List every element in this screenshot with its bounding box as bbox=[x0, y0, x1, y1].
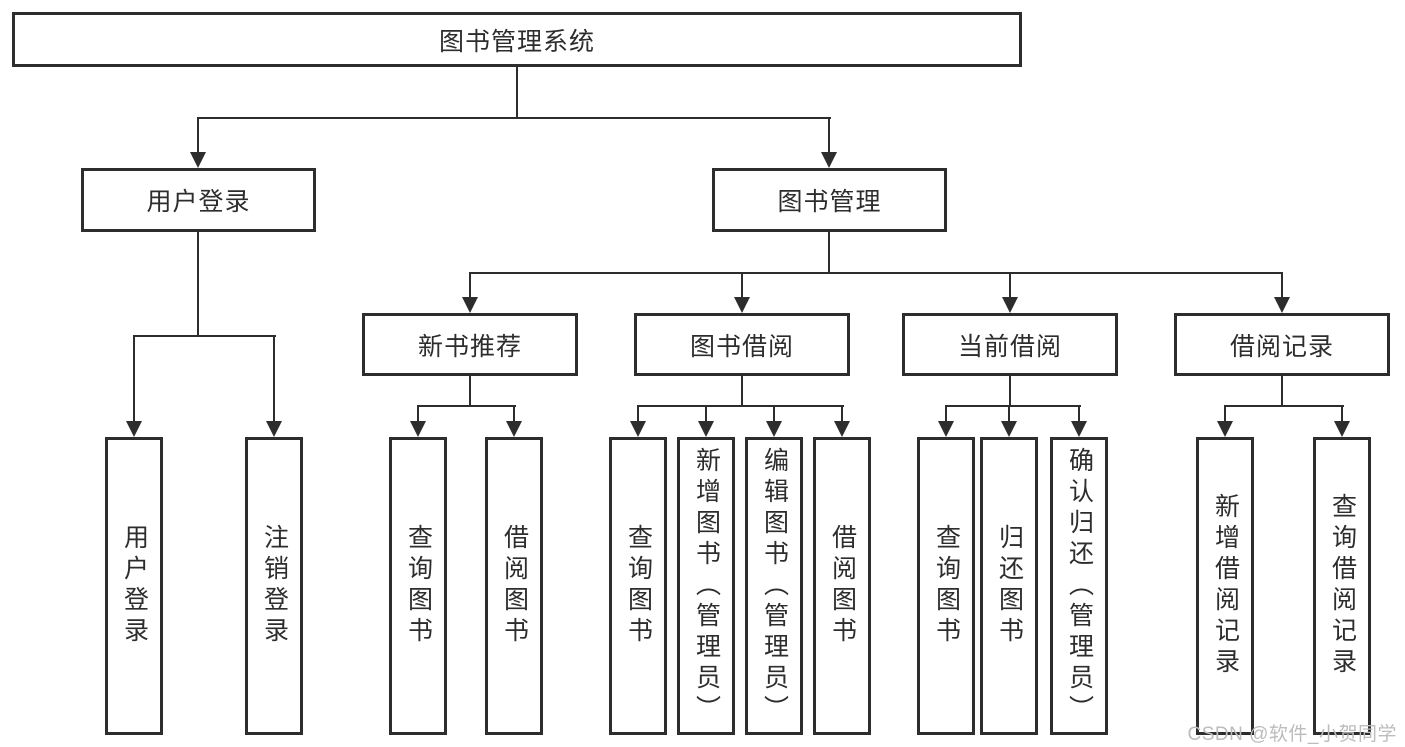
leaf-label: 查询图书 bbox=[932, 524, 961, 648]
connector-borrowing-records-hline bbox=[1224, 405, 1344, 407]
arrow-down-icon bbox=[1001, 406, 1017, 437]
leaf-label: 查询借阅记录 bbox=[1328, 493, 1357, 679]
csdn-watermark: CSDN @软件_小贺同学 bbox=[1187, 724, 1397, 745]
leaf-label: 注销登录 bbox=[260, 524, 289, 648]
leaf-label: 归还图书 bbox=[995, 524, 1024, 648]
connector-book-management-stem bbox=[828, 232, 830, 272]
leaf-label: 借阅图书 bbox=[500, 524, 529, 648]
leaf-logout: 注销登录 bbox=[245, 437, 303, 735]
leaf-user-login: 用户登录 bbox=[105, 437, 163, 735]
connector-user-login-stem bbox=[197, 232, 199, 335]
arrow-down-icon bbox=[190, 118, 206, 168]
arrow-down-icon bbox=[126, 336, 142, 437]
arrow-down-icon bbox=[821, 118, 837, 168]
node-book-management: 图书管理 bbox=[712, 168, 947, 232]
arrow-down-icon bbox=[266, 336, 282, 437]
arrow-down-icon bbox=[1071, 406, 1087, 437]
leaf-query-books: 查询图书 bbox=[389, 437, 447, 735]
connector-borrowing-records-stem bbox=[1281, 376, 1283, 405]
connector-current-borrowing-stem bbox=[1009, 376, 1011, 405]
arrow-down-icon bbox=[834, 406, 850, 437]
arrow-down-icon bbox=[506, 406, 522, 437]
leaf-borrow-books-2: 借阅图书 bbox=[813, 437, 871, 735]
leaf-confirm-return-admin: 确认归还（管理员） bbox=[1050, 437, 1108, 735]
leaf-query-books-3: 查询图书 bbox=[917, 437, 975, 735]
arrow-down-icon bbox=[630, 406, 646, 437]
arrow-down-icon bbox=[734, 273, 750, 313]
node-book-management-system: 图书管理系统 bbox=[12, 12, 1022, 67]
leaf-label: 借阅图书 bbox=[828, 524, 857, 648]
node-current-borrowing: 当前借阅 bbox=[902, 313, 1118, 376]
leaf-add-borrow-record: 新增借阅记录 bbox=[1196, 437, 1254, 735]
leaf-label: 新增借阅记录 bbox=[1211, 493, 1240, 679]
arrow-down-icon bbox=[698, 406, 714, 437]
node-user-login: 用户登录 bbox=[81, 168, 316, 232]
leaf-query-books-2: 查询图书 bbox=[609, 437, 667, 735]
arrow-down-icon bbox=[1217, 406, 1233, 437]
leaf-label: 查询图书 bbox=[404, 524, 433, 648]
leaf-return-books: 归还图书 bbox=[980, 437, 1038, 735]
connector-level3-hline bbox=[469, 272, 1283, 274]
leaf-label: 用户登录 bbox=[120, 524, 149, 648]
leaf-label: 新增图书（管理员） bbox=[692, 446, 721, 726]
leaf-add-books-admin: 新增图书（管理员） bbox=[677, 437, 735, 735]
leaf-edit-books-admin: 编辑图书（管理员） bbox=[745, 437, 803, 735]
connector-current-borrowing-hline bbox=[945, 405, 1081, 407]
node-new-book-recommend: 新书推荐 bbox=[362, 313, 578, 376]
node-borrowing-records: 借阅记录 bbox=[1174, 313, 1390, 376]
arrow-down-icon bbox=[410, 406, 426, 437]
arrow-down-icon bbox=[1002, 273, 1018, 313]
connector-user-login-hline bbox=[133, 335, 276, 337]
leaf-label: 查询图书 bbox=[624, 524, 653, 648]
connector-root-stem bbox=[516, 67, 518, 117]
arrow-down-icon bbox=[766, 406, 782, 437]
arrow-down-icon bbox=[462, 273, 478, 313]
leaf-borrow-books: 借阅图书 bbox=[485, 437, 543, 735]
connector-new-book-hline bbox=[417, 405, 516, 407]
connector-level2-hline bbox=[197, 117, 831, 119]
leaf-label: 确认归还（管理员） bbox=[1065, 446, 1094, 726]
node-book-borrowing: 图书借阅 bbox=[634, 313, 850, 376]
arrow-down-icon bbox=[938, 406, 954, 437]
leaf-label: 编辑图书（管理员） bbox=[760, 446, 789, 726]
leaf-query-borrow-record: 查询借阅记录 bbox=[1313, 437, 1371, 735]
connector-new-book-stem bbox=[469, 376, 471, 405]
connector-book-borrowing-stem bbox=[741, 376, 743, 405]
connector-book-borrowing-hline bbox=[637, 405, 844, 407]
arrow-down-icon bbox=[1274, 273, 1290, 313]
arrow-down-icon bbox=[1334, 406, 1350, 437]
